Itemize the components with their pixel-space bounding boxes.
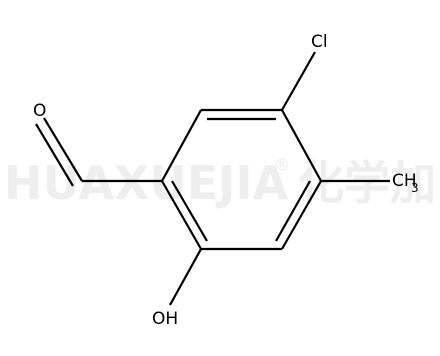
bond-ring-hydroxyl	[169, 248, 202, 306]
atom-labels: O Cl CH 3 OH	[33, 32, 419, 329]
hydroxyl-label: OH	[152, 309, 178, 329]
ring-bond-c3-c4	[281, 109, 322, 182]
ring-bond-c4-c5-inner	[275, 180, 311, 242]
bond-aldehyde-carbonyl	[43, 117, 83, 182]
bond-aldehyde-carbonyl-double	[35, 123, 74, 187]
benzene-ring	[161, 108, 322, 251]
substituent-bonds	[35, 51, 390, 306]
chlorine-label: Cl	[311, 32, 328, 52]
ring-bond-c1-c2	[161, 109, 202, 182]
watermark-text: HUAXUEJIA	[4, 156, 289, 210]
watermark: HUAXUEJIA ® 化学加	[4, 155, 436, 210]
methyl-label: CH	[392, 171, 417, 191]
oxygen-aldehyde-label: O	[33, 101, 46, 121]
ring-bond-c4-c5	[281, 180, 322, 250]
ring-bond-c6-c1-inner	[171, 180, 208, 242]
bond-ring-chlorine	[281, 51, 316, 111]
methyl-subscript: 3	[411, 181, 419, 195]
ring-bond-c6-c1	[161, 180, 202, 250]
watermark-registered-mark: ®	[274, 155, 290, 174]
